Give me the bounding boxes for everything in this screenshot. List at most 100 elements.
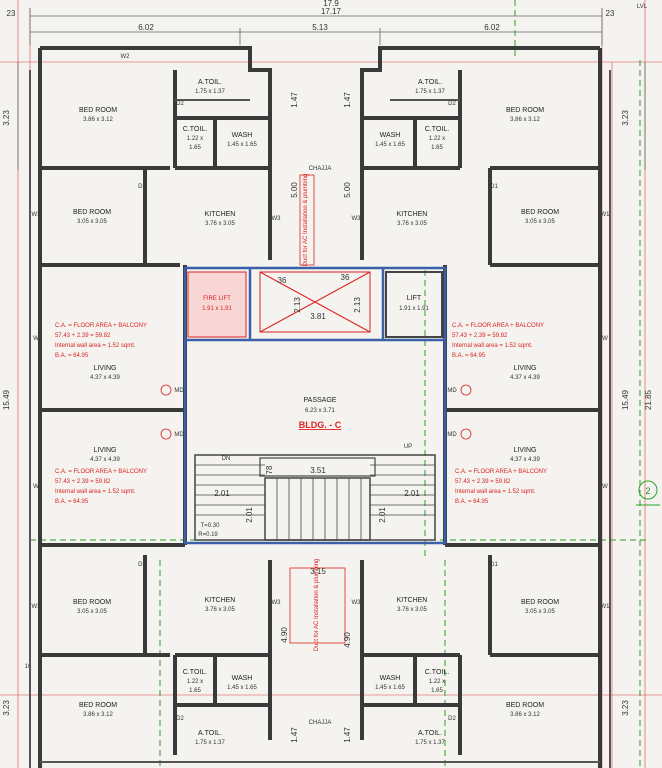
- dim-left-1549: 15.49: [2, 389, 11, 410]
- room-bed-bl-small-dim: 3.05 x 3.05: [77, 609, 107, 615]
- dim-corner-tr: 23: [606, 9, 615, 18]
- room-atoil-bl-dim: 1.75 x 1.37: [195, 740, 225, 746]
- room-living-bl: LIVING: [94, 447, 117, 454]
- room-atoil-tl: A.TOIL.: [198, 79, 222, 86]
- room-bed-tl-small: BED ROOM: [73, 209, 111, 216]
- stair-dn: DN: [222, 456, 231, 462]
- room-kitchen-tr-dim: 3.76 x 3.05: [397, 221, 427, 227]
- core-outline: [183, 266, 447, 545]
- dim-top-mid: 5.13: [312, 23, 328, 32]
- tag-w-bl: W: [33, 484, 39, 490]
- dim-shaft-500-right: 5.00: [343, 182, 352, 198]
- room-ctoil-tr: C.TOIL.: [425, 126, 449, 133]
- tag-w1-br: W1: [601, 604, 611, 610]
- staircase: 3.51 78 2.01 2.01 2.01 2.01 DN UP T=0.30…: [194, 444, 436, 541]
- bottom-walls: [40, 555, 600, 763]
- level-label: LVL: [637, 4, 648, 10]
- room-ctoil-br-dim1: 1.22 x: [429, 679, 445, 685]
- note-iwa-bl: Internal wall area = 1.52 sqmt.: [55, 489, 136, 495]
- room-kitchen-br: KITCHEN: [397, 597, 428, 604]
- dim-stair-201-left: 2.01: [214, 489, 230, 498]
- room-wash-br: WASH: [380, 675, 401, 682]
- dim-shaft-bot-490-right: 4.90: [343, 632, 352, 648]
- room-wash-bl-dim: 1.45 x 1.65: [227, 685, 257, 691]
- room-ctoil-tl: C.TOIL.: [183, 126, 207, 133]
- room-bed-tr-big: BED ROOM: [506, 107, 544, 114]
- note-cacalc-tr: 57.43 + 2.39 = 59.82: [452, 333, 508, 339]
- note-cacalc-bl: 57.43 + 2.39 = 59.82: [55, 479, 111, 485]
- room-bed-br-small: BED ROOM: [521, 599, 559, 606]
- tag-d2-bl: D2: [176, 716, 184, 722]
- room-living-bl-dim: 4.37 x 4.39: [90, 457, 120, 463]
- room-bed-br-small-dim: 3.05 x 3.05: [525, 609, 555, 615]
- note-ca-tr: C.A. = FLOOR AREA + BALCONY: [452, 323, 544, 329]
- room-fire-lift: FIRE LIFT: [203, 296, 231, 302]
- room-ctoil-bl-dim2: 1.65: [189, 688, 201, 694]
- tag-w3-tr: W3: [352, 216, 362, 222]
- tag-w3-br: W3: [352, 600, 362, 606]
- top-right-walls: [362, 70, 600, 267]
- room-bed-bl-small: BED ROOM: [73, 599, 111, 606]
- dim-right-2185: 21.85: [644, 389, 653, 410]
- shaft-dimensions: 1.47 1.47 5.00 5.00 36 36 2.13 2.13 3.81: [278, 92, 362, 321]
- room-atoil-tl-dim: 1.75 x 1.37: [195, 89, 225, 95]
- note-ca-tl: C.A. = FLOOR AREA + BALCONY: [55, 323, 147, 329]
- dim-top-total: 17.17: [321, 7, 342, 16]
- top-left-walls: [40, 70, 270, 267]
- room-living-tr: LIVING: [514, 365, 537, 372]
- tag-md-bl: MD: [174, 432, 184, 438]
- side-dimensions: 3.23 15.49 3.23 3.23 15.49 21.85 3.23 10: [2, 62, 653, 716]
- dim-shaft-213-right: 2.13: [353, 297, 362, 313]
- room-bed-tl-big-dim: 3.86 x 3.12: [83, 117, 113, 123]
- building-label: BLDG. - C: [299, 420, 342, 430]
- room-bed-bl-big: BED ROOM: [79, 702, 117, 709]
- room-lift: LIFT: [407, 295, 422, 302]
- note-ba-tl: B.A. = 64.95: [55, 353, 89, 359]
- tag-d2-tl: D2: [176, 101, 184, 107]
- room-fire-lift-dim: 1.91 x 1.91: [202, 306, 232, 312]
- tag-md-tl: MD: [174, 388, 184, 394]
- tag-w3-bl: W3: [272, 600, 282, 606]
- green-reference-lines: [30, 0, 650, 768]
- dim-top-right: 6.02: [484, 23, 500, 32]
- room-bed-tr-small-dim: 3.05 x 3.05: [525, 219, 555, 225]
- dim-shaft-bot-490-left: 4.90: [280, 627, 289, 643]
- dim-right-1549: 15.49: [621, 389, 630, 410]
- tag-md-br: MD: [447, 432, 457, 438]
- room-ctoil-br: C.TOIL.: [425, 669, 449, 676]
- labels-bottom-right: BED ROOM 3.05 x 3.05 KITCHEN 3.76 x 3.05…: [375, 597, 559, 746]
- dim-right-323-bot: 3.23: [621, 700, 630, 716]
- dim-shaft-bot-315: 3.15: [310, 567, 326, 576]
- tag-w2-top: W2: [121, 54, 131, 60]
- note-ca-br: C.A. = FLOOR AREA + BALCONY: [455, 469, 547, 475]
- lift-car: [385, 271, 443, 338]
- room-wash-bl: WASH: [232, 675, 253, 682]
- room-kitchen-tr: KITCHEN: [397, 211, 428, 218]
- room-wash-tl-dim: 1.45 x 1.65: [227, 142, 257, 148]
- room-wash-br-dim: 1.45 x 1.65: [375, 685, 405, 691]
- note-cacalc-tl: 57.43 + 2.39 = 59.82: [55, 333, 111, 339]
- room-kitchen-tl: KITCHEN: [205, 211, 236, 218]
- dim-shaft-147-left: 1.47: [290, 92, 299, 108]
- dim-shaft-213-left: 2.13: [293, 297, 302, 313]
- tag-d1-bl: D1: [138, 562, 146, 568]
- dim-left-323-top: 3.23: [2, 110, 11, 126]
- dim-shaft-36-left: 36: [278, 276, 287, 285]
- tag-w-tl: W: [33, 336, 39, 342]
- room-atoil-tr-dim: 1.75 x 1.37: [415, 89, 445, 95]
- room-passage-dim: 6.23 x 3.71: [305, 408, 335, 414]
- note-iwa-tr: Internal wall area = 1.52 sqmt.: [452, 343, 533, 349]
- room-bed-br-big: BED ROOM: [506, 702, 544, 709]
- room-ctoil-tl-dim1: 1.22 x: [187, 136, 203, 142]
- stair-tread: T=0.30: [201, 523, 221, 529]
- tag-w1-tr: W1: [601, 212, 611, 218]
- tag-d2-tr: D2: [448, 101, 456, 107]
- tag-d1-br: D1: [490, 562, 498, 568]
- room-bed-tl-big: BED ROOM: [79, 107, 117, 114]
- tag-w3-tl: W3: [272, 216, 282, 222]
- dim-top-left: 6.02: [138, 23, 154, 32]
- dim-stair-78: 78: [265, 465, 274, 474]
- shaft-bot-note: Duct for AC Installation & plumbing: [314, 559, 320, 652]
- room-bed-tl-small-dim: 3.05 x 3.05: [77, 219, 107, 225]
